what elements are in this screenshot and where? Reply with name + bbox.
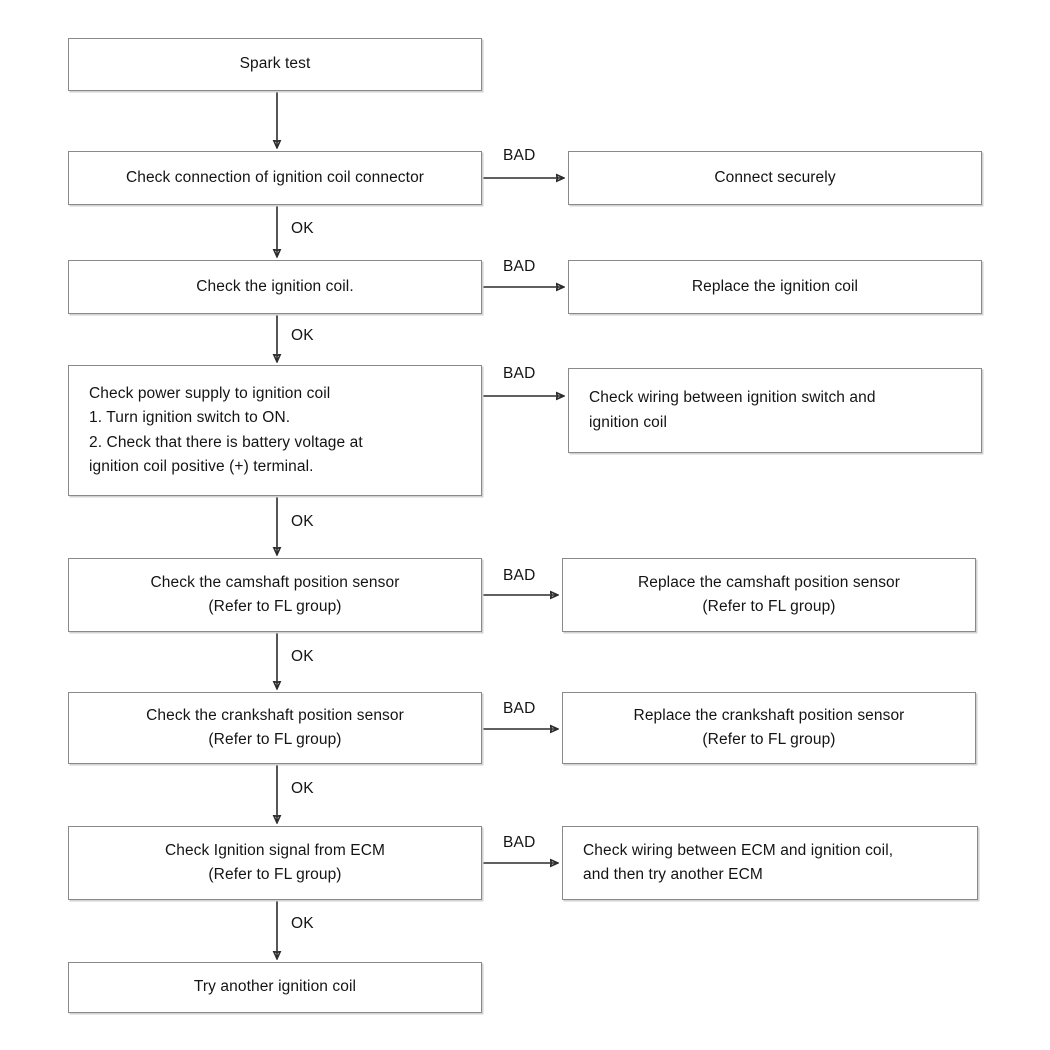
edge-label-ok-4: OK — [291, 648, 314, 665]
branch-replace-crankshaft-sensor[interactable]: Replace the crankshaft position sensor (… — [562, 692, 976, 764]
edge-label-ok-6: OK — [291, 915, 314, 932]
node-label: Check the camshaft position sensor (Refe… — [150, 573, 400, 615]
branch-replace-camshaft-sensor[interactable]: Replace the camshaft position sensor (Re… — [562, 558, 976, 632]
node-check-camshaft-sensor[interactable]: Check the camshaft position sensor (Refe… — [68, 558, 482, 632]
node-check-connector[interactable]: Check connection of ignition coil connec… — [68, 151, 482, 205]
edge-label-bad-1: BAD — [503, 147, 536, 164]
node-label: Connect securely — [714, 168, 836, 186]
node-check-ignition-signal-ecm[interactable]: Check Ignition signal from ECM (Refer to… — [68, 826, 482, 900]
branch-connect-securely[interactable]: Connect securely — [568, 151, 982, 205]
node-label: Check the ignition coil. — [196, 277, 354, 295]
node-label: Check connection of ignition coil connec… — [125, 168, 425, 186]
node-spark-test[interactable]: Spark test — [68, 38, 482, 91]
edge-label-ok-2: OK — [291, 327, 314, 344]
branch-check-wiring-ecm[interactable]: Check wiring between ECM and ignition co… — [562, 826, 978, 900]
node-label: Check power supply to ignition coil 1. T… — [89, 385, 363, 475]
node-label: Check wiring between ECM and ignition co… — [583, 841, 894, 883]
node-check-ignition-coil[interactable]: Check the ignition coil. — [68, 260, 482, 314]
edge-label-ok-3: OK — [291, 513, 314, 530]
node-label: Check the crankshaft position sensor (Re… — [146, 706, 404, 748]
node-label: Check Ignition signal from ECM (Refer to… — [164, 841, 386, 883]
branch-replace-ignition-coil[interactable]: Replace the ignition coil — [568, 260, 982, 314]
edge-label-bad-2: BAD — [503, 258, 536, 275]
node-check-crankshaft-sensor[interactable]: Check the crankshaft position sensor (Re… — [68, 692, 482, 764]
node-check-power-supply[interactable]: Check power supply to ignition coil 1. T… — [68, 365, 482, 496]
edge-label-ok-1: OK — [291, 220, 314, 237]
branch-check-wiring-ignition-switch[interactable]: Check wiring between ignition switch and… — [568, 368, 982, 453]
node-label: Try another ignition coil — [193, 978, 357, 996]
edge-label-bad-5: BAD — [503, 700, 536, 717]
node-try-another-ignition-coil[interactable]: Try another ignition coil — [68, 962, 482, 1013]
node-label: Check wiring between ignition switch and… — [589, 389, 876, 431]
edge-label-bad-4: BAD — [503, 567, 536, 584]
edge-label-ok-5: OK — [291, 780, 314, 797]
node-label: Replace the ignition coil — [691, 277, 859, 295]
edge-label-bad-3: BAD — [503, 365, 536, 382]
node-label: Replace the camshaft position sensor (Re… — [637, 573, 901, 615]
edge-label-bad-6: BAD — [503, 834, 536, 851]
node-label: Replace the crankshaft position sensor (… — [633, 706, 905, 748]
node-label: Spark test — [239, 55, 311, 73]
